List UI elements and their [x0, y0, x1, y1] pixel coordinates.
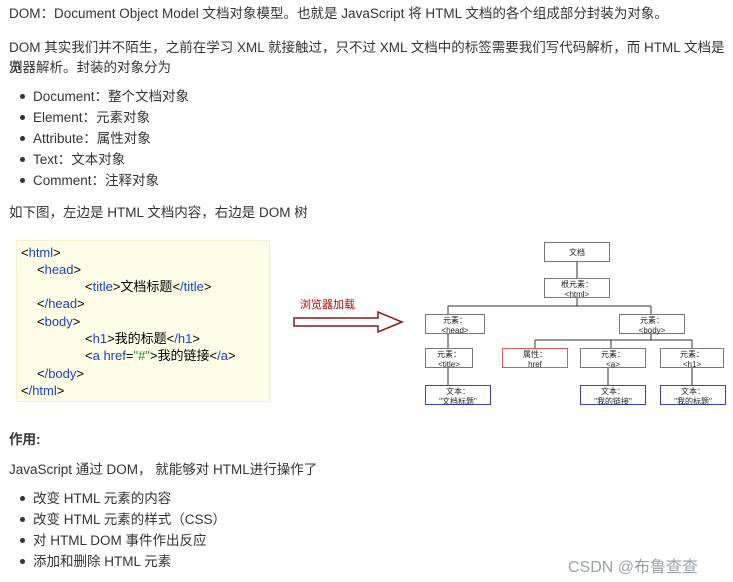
intro-line-1: DOM：Document Object Model 文档对象模型。也就是 Jav… [9, 6, 668, 21]
usage-intro: JavaScript 通过 DOM， 就能够对 HTML进行操作了 [9, 462, 318, 477]
code-line: <title>文档标题</title> [85, 279, 212, 294]
intro-line-2a: DOM 其实我们并不陌生，之前在学习 XML 就接触过，只不过 XML 文档中的… [9, 40, 725, 75]
list-item: 改变 HTML 元素的样式（CSS） [0, 509, 226, 530]
code-line: <a href="#">我的链接</a> [85, 348, 236, 363]
tree-node-title: 元素：<title> [425, 348, 473, 369]
csdn-watermark: CSDN @布鲁查查 [568, 559, 699, 576]
tree-node-html: 根元素：<html> [544, 278, 610, 299]
list-item: Comment：注释对象 [0, 170, 189, 191]
code-line: </body> [37, 366, 84, 381]
usage-list: 改变 HTML 元素的内容 改变 HTML 元素的样式（CSS） 对 HTML … [0, 488, 226, 572]
intro-line-2b: 览器解析。封装的对象分为 [9, 60, 171, 75]
tree-node-document: 文档 [544, 242, 610, 262]
code-line: <head> [37, 262, 82, 277]
list-item: Text：文本对象 [0, 149, 189, 170]
list-item: Attribute：属性对象 [0, 128, 189, 149]
html-code-sample: <html> <head> <title>文档标题</title> </head… [16, 240, 270, 402]
list-item: 对 HTML DOM 事件作出反应 [0, 530, 226, 551]
tree-node-h1: 元素：<h1> [660, 348, 724, 369]
code-line: <html> [21, 245, 61, 260]
tree-node-head: 元素：<head> [425, 314, 485, 335]
tree-node-text-title: 文本："文档标题" [425, 385, 491, 406]
list-item: Document：整个文档对象 [0, 86, 189, 107]
browser-load-arrow [293, 310, 404, 334]
object-type-list: Document：整个文档对象 Element：元素对象 Attribute：属… [0, 86, 189, 191]
section-title: 作用: [9, 432, 41, 447]
list-item: Element：元素对象 [0, 107, 189, 128]
code-line: </head> [37, 296, 85, 311]
browser-load-label: 浏览器加载 [300, 299, 355, 311]
tree-node-text-link: 文本："我的链接" [580, 385, 646, 406]
figure-caption: 如下图，左边是 HTML 文档内容，右边是 DOM 树 [9, 205, 308, 220]
code-line: <body> [37, 314, 81, 329]
tree-connectors [447, 262, 693, 385]
list-item: 改变 HTML 元素的内容 [0, 488, 226, 509]
tree-node-a: 元素：<a> [580, 348, 646, 369]
tree-node-body: 元素：<body> [619, 314, 685, 335]
code-line: </html> [21, 383, 65, 398]
tree-node-text-heading: 文本："我的标题" [660, 385, 726, 406]
tree-node-attribute-href: 属性：href [502, 348, 568, 369]
code-line: <h1>我的标题</h1> [85, 331, 200, 346]
list-item: 添加和删除 HTML 元素 [0, 551, 226, 572]
